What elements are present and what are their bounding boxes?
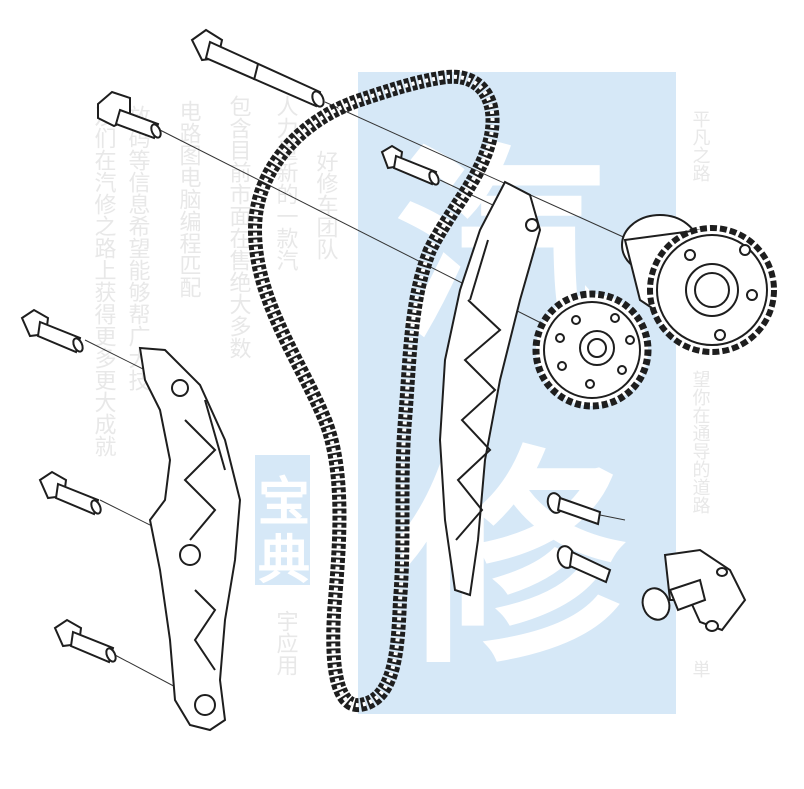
watermark-col-d: 电路图电脑编程匹配 — [176, 100, 202, 298]
watermark-col-g: 好修车团队 — [313, 150, 339, 260]
pivot-bolt-flanged — [97, 90, 162, 140]
watermark-small-1: 宝 — [258, 473, 310, 533]
watermark-col-b: 望你在通导的道路 — [690, 370, 711, 514]
watermark-col-c: 単 — [690, 660, 711, 678]
watermark-block-small — [255, 455, 310, 585]
chain-guide-upper — [438, 180, 542, 597]
vvt-cam-sprocket — [621, 214, 777, 355]
watermark-col-j: 宇应用 — [273, 610, 299, 676]
tensioner-rail-lower — [138, 346, 242, 732]
chain-inner — [252, 74, 495, 708]
exhaust-cam-sprocket — [532, 290, 652, 410]
watermark-columns: 及们在汽修之路上获得更多更大成就 放码等信息希望能够帮广大技 电路图电脑编程匹配… — [91, 95, 711, 678]
stud-left-3 — [53, 618, 117, 664]
watermark-col-a: 平凡之路 — [690, 110, 711, 182]
chain-tensioner — [641, 548, 747, 632]
watermark-col-h: 放码等信息希望能够帮广大技 — [125, 105, 151, 391]
watermark-col-e: 包含目前市面在售绝大多数 — [226, 95, 252, 359]
watermark-col-f: 人力量新的一款汽 — [273, 95, 299, 271]
stud-left-2 — [38, 470, 102, 516]
stud-bolt-upper — [380, 144, 440, 186]
guide-bolt-long — [190, 28, 325, 108]
bolt-short-1 — [546, 492, 602, 526]
watermark-col-i: 及们在汽修之路上获得更多更大成就 — [91, 105, 117, 457]
timing-chain — [247, 69, 500, 712]
stud-left-1 — [20, 308, 84, 354]
bolt-short-2 — [556, 545, 612, 584]
watermark-small-2: 典 — [258, 531, 310, 591]
